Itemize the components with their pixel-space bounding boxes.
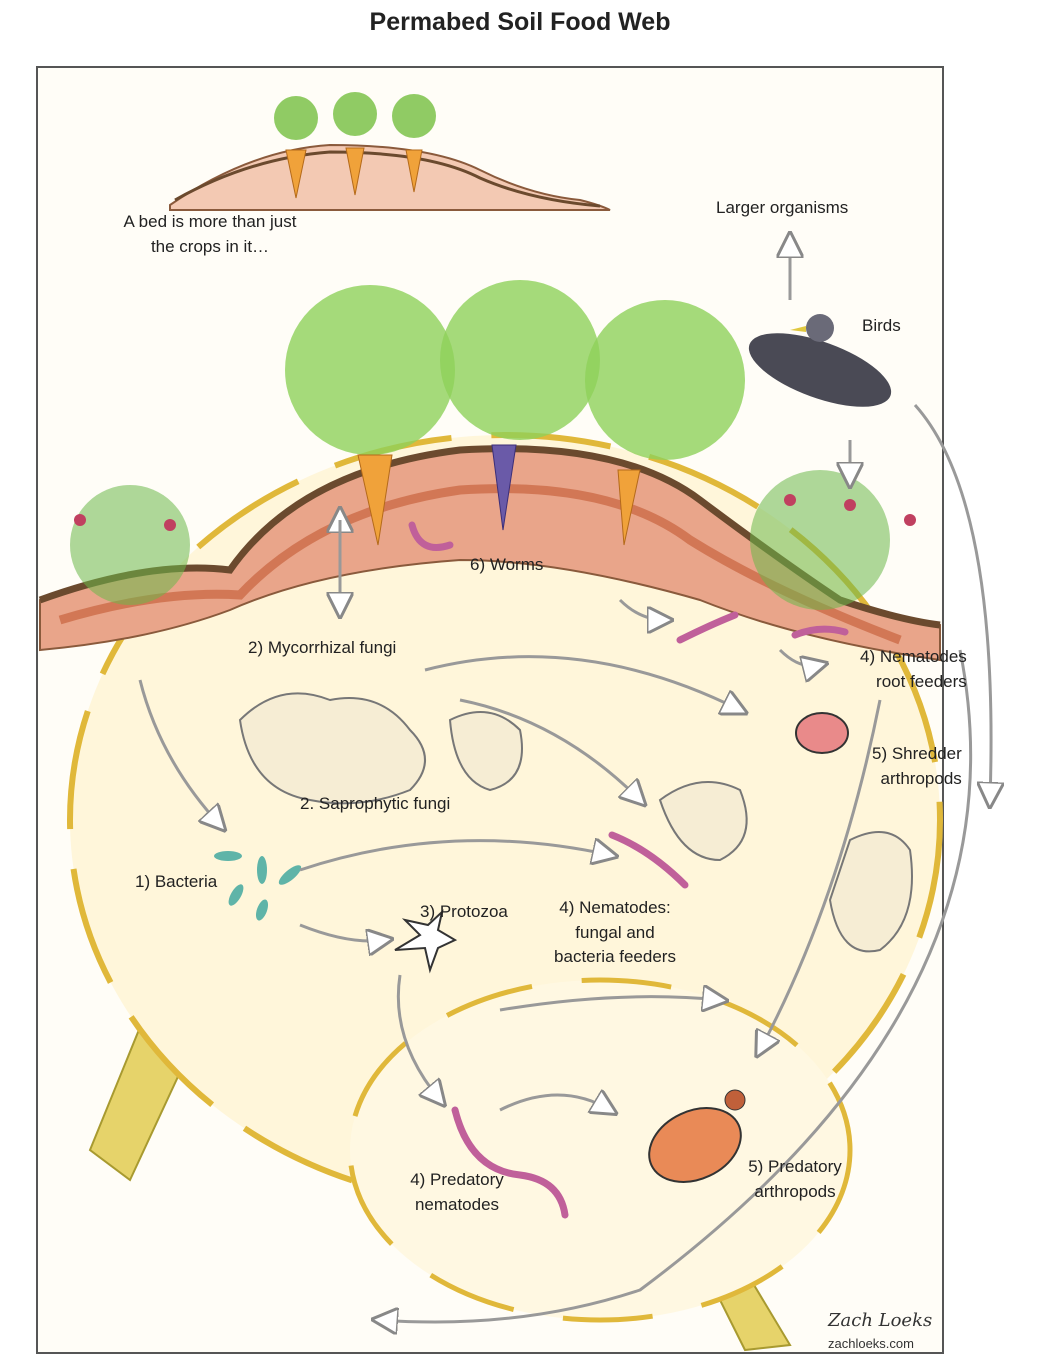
nematodes-root-feeders-label: 4) Nematodes root feeders [860,645,967,694]
shredder-line-1: 5) Shredder [872,742,962,767]
nematodes-fb-line-3: bacteria feeders [540,945,690,970]
pred-arth-line-2: arthropods [735,1180,855,1205]
small-bed [170,92,610,210]
birds-label: Birds [862,314,901,339]
predatory-arthropods-label: 5) Predatory arthropods [735,1155,855,1204]
mycorrhizal-fungi-label: 2) Mycorrhizal fungi [248,636,396,661]
mite-icon [796,713,848,753]
bed-note: A bed is more than just the crops in it… [100,210,320,259]
protozoa-label: 3) Protozoa [420,900,508,925]
larger-organisms-label: Larger organisms [716,196,848,221]
shredder-line-2: arthropods [872,767,962,792]
bed-note-line-1: A bed is more than just [100,210,320,235]
shredder-arthropods-label: 5) Shredder arthropods [872,742,962,791]
nematodes-root-line-1: 4) Nematodes [860,645,967,670]
nematodes-fb-line-1: 4) Nematodes: [540,896,690,921]
pred-nem-line-2: nematodes [392,1193,522,1218]
pred-nem-line-1: 4) Predatory [392,1168,522,1193]
saprophytic-fungi-label: 2. Saprophytic fungi [300,792,450,817]
bed-note-line-2: the crops in it… [100,235,320,260]
nematodes-root-line-2: root feeders [860,670,967,695]
bacteria-label: 1) Bacteria [135,870,217,895]
worms-label: 6) Worms [470,553,543,578]
predatory-nematodes-label: 4) Predatory nematodes [392,1168,522,1217]
pred-arth-line-1: 5) Predatory [735,1155,855,1180]
website-link[interactable]: zachloeks.com [828,1336,914,1351]
nematodes-fungal-bacteria-label: 4) Nematodes: fungal and bacteria feeder… [540,896,690,970]
nematodes-fb-line-2: fungal and [540,921,690,946]
artist-signature: Zach Loeks [828,1310,932,1331]
